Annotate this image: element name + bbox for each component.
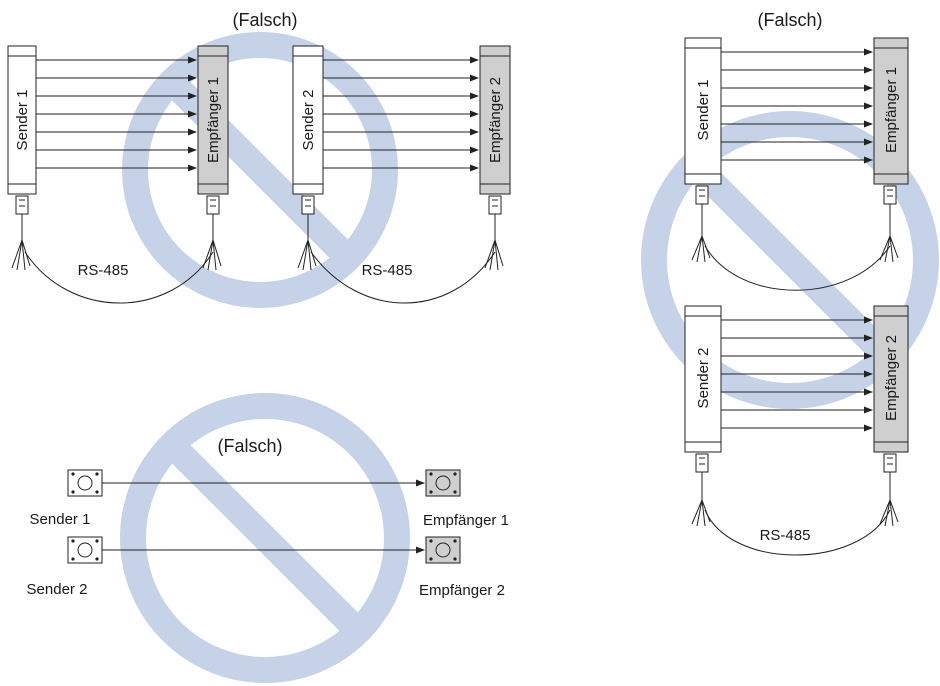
receiver-1-label: Empfänger 1 [423, 512, 509, 529]
receiver-2-label: Empfänger 2 [419, 582, 505, 599]
receiver-2-label: Empfänger 2 [883, 335, 900, 421]
beams-pair-1 [36, 56, 197, 172]
beams-pair-2 [323, 56, 479, 172]
diagram-bottom-left: (Falsch) Sender 1 Send [27, 393, 509, 683]
rs485-label-right: RS-485 [760, 527, 811, 544]
sender-2-head [67, 536, 103, 564]
sender-2-label: Sender 2 [27, 581, 88, 598]
sender-2-label: Sender 2 [695, 348, 712, 409]
connectors-top-left [11, 195, 504, 271]
receiver-2-head [425, 536, 461, 564]
receiver-1-bar: Empfänger 1 [873, 37, 909, 185]
caption-top-left: (Falsch) [232, 10, 297, 30]
prohibited-slash [684, 154, 896, 366]
rs485-label-2: RS-485 [362, 262, 413, 279]
beams-right-pair-1 [721, 48, 873, 164]
sender-1-label: Sender 1 [30, 511, 91, 528]
prohibited-ring [120, 393, 410, 683]
connectors-right-pair-1 [691, 185, 899, 263]
prohibited-sign-top-left [122, 32, 398, 308]
sender-2-label: Sender 2 [300, 90, 317, 151]
receiver-1-head [425, 469, 461, 497]
receiver-1-label: Empfänger 1 [883, 67, 900, 153]
receiver-2-label: Empfänger 2 [487, 77, 504, 163]
receiver-2-bar: Empfänger 2 [479, 45, 511, 195]
beams-right-pair-2 [721, 316, 873, 432]
receiver-1-bar: Empfänger 1 [197, 45, 229, 195]
sender-1-label: Sender 1 [695, 80, 712, 141]
rs485-cable-right-2 [704, 509, 891, 556]
rs485-label-1: RS-485 [78, 262, 129, 279]
prohibited-ring [122, 32, 398, 308]
caption-right: (Falsch) [757, 10, 822, 30]
sender-1-label: Sender 1 [14, 90, 31, 151]
sender-2-bar: Sender 2 [684, 305, 722, 453]
sender-2-bar: Sender 2 [292, 45, 324, 195]
rs485-cable-right-1 [704, 245, 891, 291]
prohibited-sign-bottom-left [120, 393, 410, 683]
receiver-1-label: Empfänger 1 [205, 77, 222, 163]
diagram-right: (Falsch) Sender 1 Empfänger 1 [641, 10, 939, 556]
diagram-top-left: (Falsch) Sender 1 Empfänger 1 Sender 2 [7, 10, 511, 308]
sender-1-bar: Sender 1 [7, 45, 37, 195]
receiver-2-bar: Empfänger 2 [873, 305, 909, 453]
caption-bottom-left: (Falsch) [217, 436, 282, 456]
rs485-cable-2 [310, 251, 496, 304]
sender-1-head [67, 469, 103, 497]
sender-1-bar: Sender 1 [684, 37, 722, 185]
rs485-cable-1 [24, 251, 214, 304]
connectors-right-pair-2 [691, 453, 899, 527]
prohibited-slash [162, 435, 368, 641]
